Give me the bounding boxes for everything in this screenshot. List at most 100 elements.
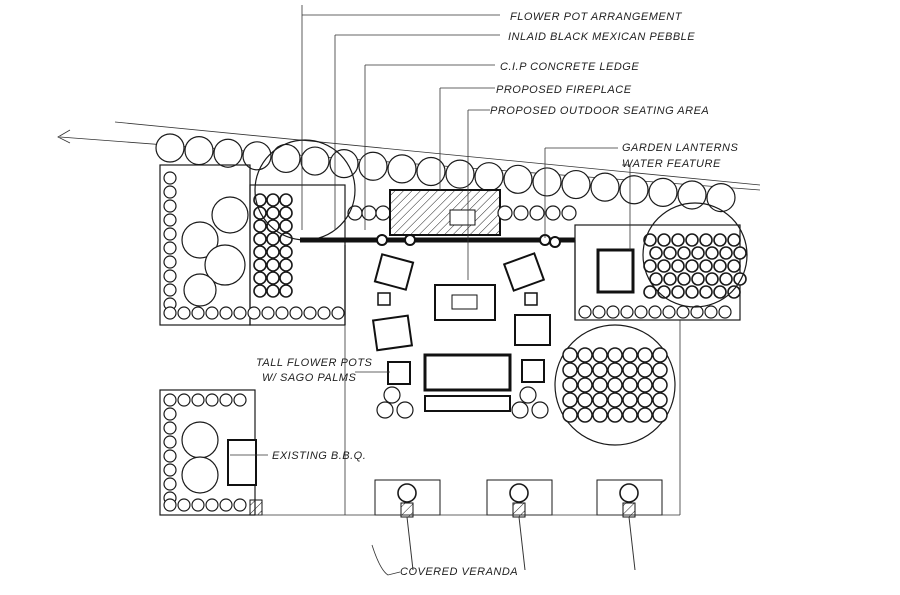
ornamental-shrub [181, 421, 219, 459]
shrub [577, 347, 593, 363]
right-shrubs [497, 205, 747, 319]
shrub [637, 392, 653, 408]
shrub [699, 259, 713, 273]
shrub [622, 347, 638, 363]
shrub [253, 245, 267, 259]
shrub [652, 347, 668, 363]
shrub [266, 193, 280, 207]
flower-pot-plant [519, 386, 537, 404]
shrub [671, 233, 685, 247]
label-outdoor-seating: PROPOSED OUTDOOR SEATING AREA [490, 105, 709, 117]
shrub [637, 347, 653, 363]
shrub [279, 271, 293, 285]
hedge-shrub [271, 143, 301, 174]
ornamental-shrub [211, 196, 249, 234]
shrub [205, 306, 219, 320]
hedge-shrub [445, 159, 475, 189]
ornamental-shrub [183, 273, 217, 307]
label-proposed-fireplace: PROPOSED FIREPLACE [496, 84, 632, 96]
shrub [253, 219, 267, 233]
veranda-column-shrub [509, 483, 529, 503]
label-inlaid-pebble: INLAID BLACK MEXICAN PEBBLE [508, 31, 695, 43]
label-covered-veranda: COVERED VERANDA [400, 566, 518, 578]
shrub [289, 306, 303, 320]
shrub [648, 305, 662, 319]
shrub [719, 272, 733, 286]
hedge-shrub [561, 169, 591, 200]
shrub [361, 205, 377, 221]
canopy-tree [554, 324, 676, 446]
shrub [727, 285, 741, 299]
shrub [163, 435, 177, 449]
shrub [607, 377, 623, 393]
shrub [303, 306, 317, 320]
shrub [577, 362, 593, 378]
flower-pot-plant [531, 401, 549, 419]
hedge-shrub [706, 182, 736, 213]
shrub [663, 246, 677, 260]
shrub [347, 205, 363, 221]
existing-bbq [227, 439, 257, 486]
veranda-column-shrub [619, 483, 639, 503]
shrub [163, 171, 177, 185]
shrub [691, 272, 705, 286]
shrub [685, 285, 699, 299]
shrub [637, 407, 653, 423]
shrub [652, 392, 668, 408]
hedge-shrub [532, 167, 562, 197]
shrub [266, 271, 280, 285]
shrub [699, 285, 713, 299]
shrub [253, 271, 267, 285]
shrub [219, 498, 233, 512]
shrub [705, 246, 719, 260]
label-concrete-ledge: C.I.P CONCRETE LEDGE [500, 61, 639, 73]
hedge-row [155, 133, 736, 213]
covered-veranda [374, 479, 663, 571]
shrub [513, 205, 529, 221]
shrub [205, 393, 219, 407]
shrub [219, 393, 233, 407]
shrub [691, 246, 705, 260]
shrub [690, 305, 704, 319]
hedge-shrub [474, 162, 504, 192]
lounge-chair [371, 314, 414, 352]
shrub [163, 255, 177, 269]
shrub [592, 377, 608, 393]
shrub [205, 498, 219, 512]
shrub [266, 232, 280, 246]
shrub [279, 284, 293, 298]
shrub [652, 362, 668, 378]
shrub [622, 377, 638, 393]
shrub [643, 285, 657, 299]
shrub [253, 258, 267, 272]
shrub [607, 407, 623, 423]
shrub [279, 258, 293, 272]
ornamental-shrub [204, 244, 246, 286]
shrub [727, 233, 741, 247]
shrub [671, 259, 685, 273]
shrub [266, 284, 280, 298]
hedge-shrub [677, 180, 707, 210]
label-tall-flower-pots: TALL FLOWER POTS [256, 357, 373, 369]
shrub [578, 305, 592, 319]
shrub [622, 362, 638, 378]
shrub [607, 347, 623, 363]
shrub [163, 421, 177, 435]
label-garden-lanterns: GARDEN LANTERNS [622, 142, 738, 154]
shrub [529, 205, 545, 221]
shrub [253, 284, 267, 298]
shrub [177, 393, 191, 407]
shrub [562, 347, 578, 363]
shrub [163, 227, 177, 241]
shrub [719, 246, 733, 260]
feature-tree-right [642, 202, 748, 308]
tall-flower-pot [387, 361, 411, 385]
shrub [592, 305, 606, 319]
shrub [718, 305, 732, 319]
hedge-shrub [329, 149, 359, 179]
shrub [266, 206, 280, 220]
label-existing-bbq: EXISTING B.B.Q. [272, 450, 366, 462]
lounge-chair [514, 314, 551, 346]
hedge-shrub [242, 141, 272, 171]
shrub [713, 259, 727, 273]
